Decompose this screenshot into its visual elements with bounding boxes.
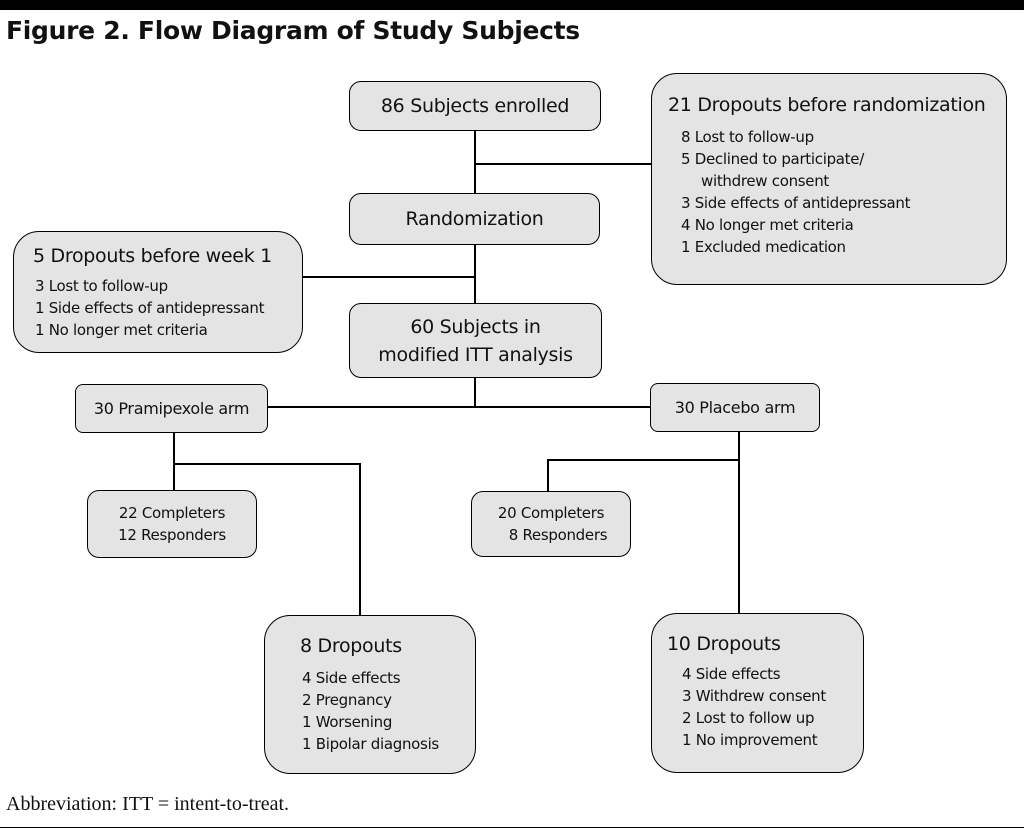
randomization-box: Randomization — [349, 193, 600, 245]
dropouts-before-randomization-list: 8 Lost to follow-up 5 Declined to partic… — [681, 126, 910, 258]
enrolled-label: 86 Subjects enrolled — [380, 95, 570, 117]
connector-line — [302, 276, 476, 278]
list-item: 1 Side effects of antidepressant — [35, 299, 265, 317]
abbreviation-footnote: Abbreviation: ITT = intent-to-treat. — [6, 793, 290, 815]
list-item: 1 No longer met criteria — [35, 321, 208, 339]
connector-line — [738, 431, 740, 614]
list-item: 4 No longer met criteria — [681, 216, 854, 234]
placebo-dropouts-list: 4 Side effects 3 Withdrew consent 2 Lost… — [682, 663, 826, 751]
dropouts-before-randomization-box: 21 Dropouts before randomization 8 Lost … — [651, 73, 1007, 285]
list-item: 3 Withdrew consent — [682, 687, 826, 705]
pramipexole-arm-label: 30 Pramipexole arm — [93, 399, 250, 418]
list-item: 2 Pregnancy — [302, 691, 392, 709]
dropouts-before-week1-heading: 5 Dropouts before week 1 — [33, 245, 272, 267]
placebo-arm-label: 30 Placebo arm — [674, 398, 796, 417]
list-item: 1 Bipolar diagnosis — [302, 735, 439, 753]
list-item: 5 Declined to participate/ — [681, 150, 864, 168]
dropouts-before-week1-box: 5 Dropouts before week 1 3 Lost to follo… — [13, 231, 303, 353]
placebo-completers-box: 20 Completers 8 Responders — [471, 491, 631, 557]
dropouts-before-randomization-heading: 21 Dropouts before randomization — [668, 94, 986, 116]
pramipexole-dropouts-heading: 8 Dropouts — [300, 635, 402, 657]
connector-line — [474, 163, 652, 165]
placebo-arm-box: 30 Placebo arm — [650, 383, 820, 432]
list-item: 8 Lost to follow-up — [681, 128, 814, 146]
pramipexole-dropouts-list: 4 Side effects 2 Pregnancy 1 Worsening 1… — [302, 667, 439, 755]
figure-title: Figure 2. Flow Diagram of Study Subjects — [6, 16, 580, 45]
pramipexole-responders: 12 Responders — [118, 526, 226, 544]
list-item: withdrew consent — [701, 172, 830, 190]
placebo-completers: 20 Completers — [497, 504, 605, 522]
pramipexole-completers: 22 Completers — [118, 504, 226, 522]
placebo-dropouts-heading: 10 Dropouts — [667, 633, 781, 655]
list-item: 4 Side effects — [682, 665, 781, 683]
itt-line2: modified ITT analysis — [378, 343, 573, 366]
list-item: 2 Lost to follow up — [682, 709, 815, 727]
itt-line1: 60 Subjects in — [410, 315, 541, 338]
connector-line — [359, 463, 361, 616]
connector-line — [474, 244, 476, 304]
connector-line — [173, 432, 175, 491]
list-item: 1 Excluded medication — [681, 238, 846, 256]
list-item: 1 No improvement — [682, 731, 818, 749]
list-item: 3 Side effects of antidepressant — [681, 194, 911, 212]
top-rule — [0, 0, 1024, 10]
list-item: 4 Side effects — [302, 669, 401, 687]
list-item: 1 Worsening — [302, 713, 393, 731]
placebo-dropouts-box: 10 Dropouts 4 Side effects 3 Withdrew co… — [651, 613, 864, 773]
randomization-label: Randomization — [405, 208, 544, 230]
pramipexole-completers-box: 22 Completers 12 Responders — [87, 490, 257, 558]
enrolled-box: 86 Subjects enrolled — [349, 81, 601, 131]
pramipexole-dropouts-box: 8 Dropouts 4 Side effects 2 Pregnancy 1 … — [264, 615, 476, 774]
pramipexole-arm-box: 30 Pramipexole arm — [75, 384, 268, 433]
connector-line — [267, 406, 651, 408]
bottom-rule — [0, 827, 1024, 828]
connector-line — [474, 377, 476, 408]
itt-analysis-box: 60 Subjects in modified ITT analysis — [349, 303, 602, 378]
connector-line — [474, 130, 476, 194]
connector-line — [547, 459, 549, 492]
list-item: 3 Lost to follow-up — [35, 277, 168, 295]
connector-line — [173, 463, 361, 465]
connector-line — [547, 459, 740, 461]
dropouts-before-week1-list: 3 Lost to follow-up 1 Side effects of an… — [35, 275, 264, 341]
placebo-responders: 8 Responders — [508, 526, 608, 544]
